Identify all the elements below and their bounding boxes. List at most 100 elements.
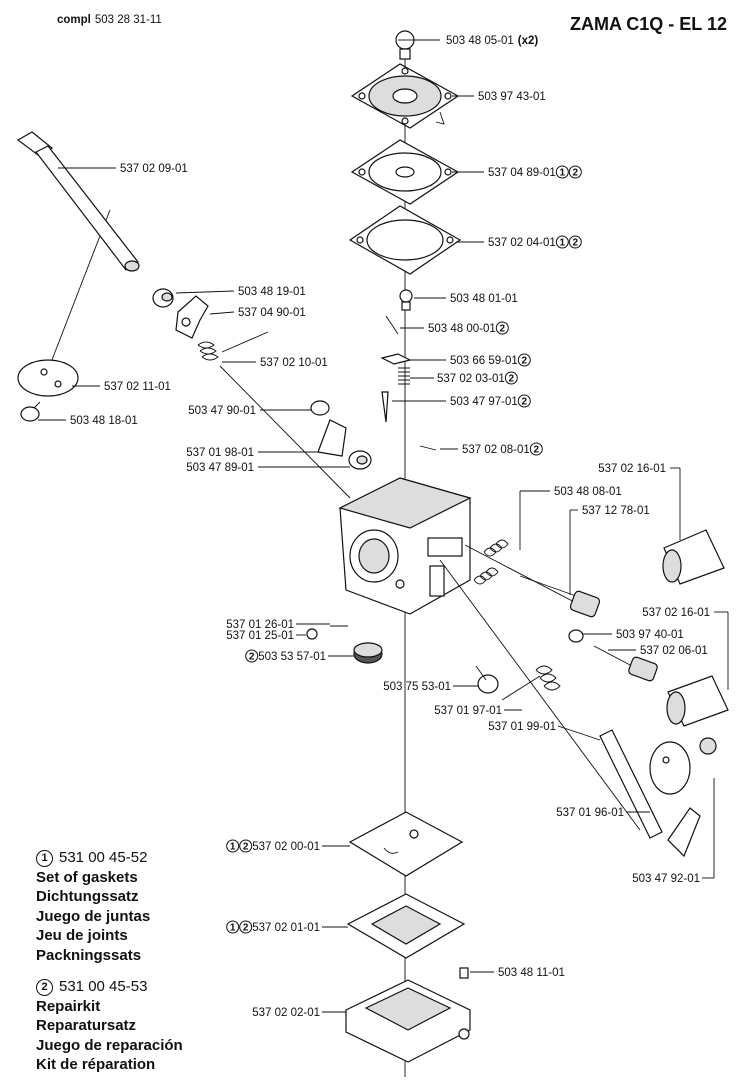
- part-number: 503 47 90-01: [188, 405, 256, 417]
- shaft-bushing-drawing: [152, 288, 174, 308]
- lever-screw-drawing: [399, 289, 413, 311]
- part-number: 503 48 11-01: [498, 967, 565, 979]
- part-number: 503 97 40-01: [616, 629, 684, 641]
- choke-lever-drawing: [667, 807, 701, 858]
- part-number: 537 04 90-01: [238, 307, 306, 319]
- kit-mark-icon: [555, 235, 569, 249]
- part-callout: 537 02 11-01: [104, 381, 171, 393]
- kit-mark-icon: [517, 353, 531, 367]
- kit-mark-label: 2: [243, 923, 249, 934]
- part-number: 503 48 19-01: [238, 286, 306, 298]
- kit-mark-label: 2: [500, 324, 506, 335]
- pump-gasket-drawing: [348, 205, 462, 275]
- part-callout: 503 48 08-01: [554, 486, 622, 498]
- cover-screw-drawing: [395, 30, 415, 60]
- part-callout: 503 97 40-01: [616, 629, 684, 641]
- small-pin-drawing: [419, 445, 437, 451]
- part-callout: 537 01 96-01: [556, 807, 624, 819]
- part-number: 537 01 25-01: [226, 630, 294, 642]
- kit-mark-icon: [517, 394, 531, 408]
- swivel-drawing: [310, 400, 330, 416]
- part-callout: 537 02 09-01: [120, 163, 188, 175]
- part-callout: 537 01 97-01: [434, 705, 502, 717]
- part-callout: 503 53 57-012: [245, 649, 326, 663]
- part-callout: 537 02 06-01: [640, 645, 708, 657]
- part-number: 503 47 97-01: [450, 396, 518, 408]
- part-number: 503 53 57-01: [258, 651, 326, 663]
- part-callout: 503 47 97-01 2: [450, 394, 531, 408]
- kit-mark-icon: [568, 235, 582, 249]
- part-number: 537 04 89-01: [488, 167, 556, 179]
- limiter-cap-upper-drawing: [662, 529, 725, 585]
- control-lever-drawing: [380, 353, 412, 365]
- cover-pin-drawing: [459, 967, 469, 979]
- part-number: 537 02 00-01: [252, 841, 320, 853]
- kit-mark-icon: [529, 442, 543, 456]
- part-callout: 537 04 90-01: [238, 307, 306, 319]
- metering-gasket-drawing: [346, 893, 466, 959]
- part-number: 537 12 78-01: [582, 505, 650, 517]
- kit-name: Reparatursatz: [36, 1017, 137, 1034]
- limiter-cap-lower-drawing: [666, 675, 729, 727]
- part-number: 537 01 97-01: [434, 705, 502, 717]
- part-number: 503 47 89-01: [186, 462, 254, 474]
- kit-name: Packningssats: [36, 946, 142, 964]
- kit-number: 531 00 45-52: [59, 849, 148, 866]
- model-title: ZAMA C1Q - EL 12: [570, 14, 727, 34]
- kit-mark-icon: [239, 920, 253, 934]
- kit-name: Kit de réparation: [36, 1056, 156, 1073]
- part-number: 537 02 11-01: [104, 381, 171, 393]
- kit-mark-icon: [226, 920, 240, 934]
- part-callout: 503 48 11-01: [498, 967, 565, 979]
- throttle-shaft-drawing: [16, 131, 140, 272]
- part-callout: 537 01 26-01: [226, 619, 294, 631]
- part-number: 537 02 06-01: [640, 645, 708, 657]
- pump-cover-drawing: [350, 63, 460, 129]
- part-number: 537 02 01-01: [252, 922, 320, 934]
- part-number: 503 48 01-01: [450, 293, 518, 305]
- part-number: 537 01 26-01: [226, 619, 294, 631]
- ball-spring-drawing: [306, 625, 348, 640]
- part-number: 503 47 92-01: [632, 873, 700, 885]
- kit-name: Dichtungssatz: [36, 888, 139, 905]
- kit-mark-icon: [568, 165, 582, 179]
- kit-number: 531 00 45-53: [59, 978, 148, 995]
- part-callout: 503 97 43-01: [478, 91, 546, 103]
- kit-mark-label: 2: [573, 168, 579, 179]
- metering-cover-drawing: [345, 979, 471, 1063]
- part-callout: 503 48 18-01: [70, 415, 138, 427]
- kit-mark-label: 1: [560, 238, 566, 249]
- part-number: 537 02 16-01: [642, 607, 710, 619]
- part-number: 537 02 16-01: [598, 463, 666, 475]
- kit-mark-label: 2: [522, 397, 528, 408]
- kit-mark-icon: [245, 649, 259, 663]
- part-callout: 503 75 53-01: [383, 681, 451, 693]
- part-number: 537 01 96-01: [556, 807, 624, 819]
- part-number: 503 75 53-01: [383, 681, 451, 693]
- body-leader: [219, 365, 351, 499]
- part-number: 537 01 99-01: [488, 721, 556, 733]
- kit-mark-icon: [239, 839, 253, 853]
- bushing-drawing: [348, 450, 372, 470]
- part-callout: 503 47 92-01: [632, 873, 700, 885]
- part-callout: 503 47 89-01: [186, 462, 254, 474]
- carburetor-body-drawing: [338, 477, 472, 615]
- kit-mark-label: 1: [560, 168, 566, 179]
- kit-name: Juego de reparación: [36, 1036, 183, 1054]
- part-callout: 537 12 78-01: [582, 505, 650, 517]
- throttle-valve-disc-drawing: [17, 359, 79, 397]
- part-number: 503 97 43-01: [478, 91, 546, 103]
- kit-mark-icon: [504, 371, 518, 385]
- kit-mark-icon: 1: [36, 850, 53, 867]
- lever-pin-drawing: [385, 315, 399, 335]
